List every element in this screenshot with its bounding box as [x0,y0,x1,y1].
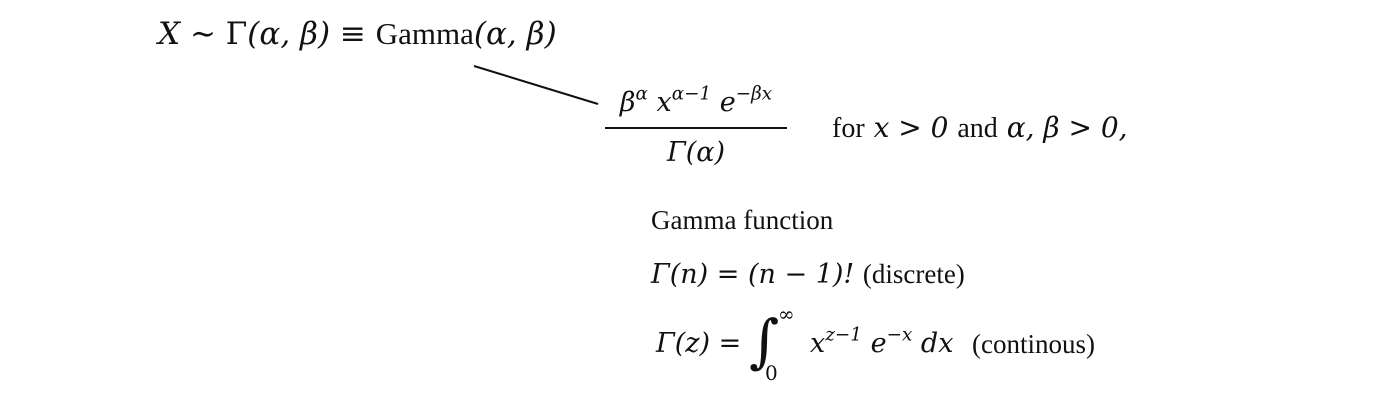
discrete-label: (discrete) [862,259,965,289]
integral-upper-limit: ∞ [778,302,795,326]
continuous-label: (continous) [972,329,1095,359]
pdf-denominator: Γ(α) [666,137,726,168]
heading-params-2: (α, β) [473,16,557,52]
cond-params: α, β > 0, [1006,111,1128,144]
heading-params: (α, β) [247,16,331,52]
domain-condition: for x > 0 and α, β > 0, [832,108,1128,149]
discrete-formula: Γ(n) = (n − 1)! [651,259,855,290]
gamma-symbol: Γ [225,16,248,52]
pdf-numerator: βα xα−1 e−βx [605,84,787,124]
integral-sign: ∫ [749,307,780,375]
random-variable: X [158,16,181,52]
continuous-lhs: Γ(z) = [656,328,742,359]
num-e: e [719,87,736,118]
integrand-e-exponent: −x [886,324,913,346]
cond-and: and [957,113,998,144]
gamma-distribution-heading: X ∼ Γ(α, β) ≡ Gamma(α, β) [158,14,557,54]
integrand-x: x [810,328,826,359]
integrand: xz−1 e−x dx [810,324,953,364]
discrete-definition: Γ(n) = (n − 1)! (discrete) [651,256,965,293]
num-x-exponent: α−1 [671,83,712,105]
gamma-function-caption: Gamma function [651,205,834,235]
equivalence-symbol: ≡ [339,16,366,52]
integrand-dx: dx [920,328,954,359]
pdf-fraction: βα xα−1 e−βx Γ(α) [605,84,787,172]
num-e-exponent: −βx [735,83,773,105]
distributed-as-symbol: ∼ [189,16,216,52]
num-beta-exponent: α [635,83,648,105]
cond-for: for [832,113,865,144]
distribution-name: Gamma [375,16,474,51]
fraction-bar [605,127,787,129]
integrand-x-exponent: z−1 [825,324,862,346]
num-beta: β [619,87,636,118]
cond-x: x > 0 [873,111,949,144]
integrand-e: e [870,328,887,359]
integral-lower-limit: 0 [765,361,778,385]
num-x: x [656,87,672,118]
